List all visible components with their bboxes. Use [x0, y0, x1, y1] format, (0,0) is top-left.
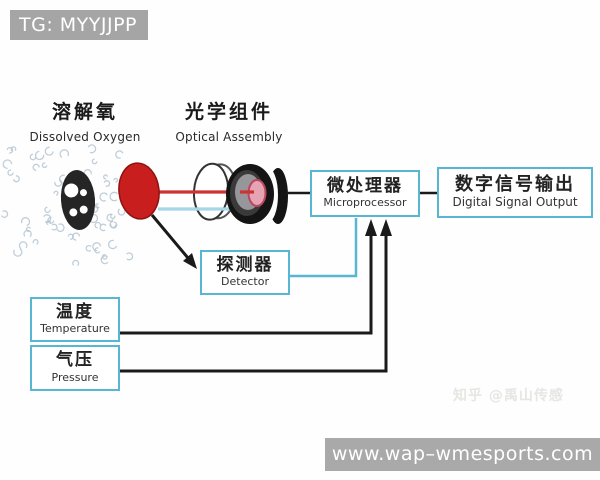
pressure-label-zh: 气压	[56, 350, 94, 371]
microprocessor-label-zh: 微处理器	[327, 175, 403, 196]
node-pressure: 气压 Pressure	[30, 345, 120, 391]
edge-pressure-to-microprocessor	[120, 228, 388, 373]
dissolved-oxygen-heading: 溶解氧 Dissolved Oxygen	[25, 97, 145, 144]
node-temperature: 温度 Temperature	[30, 297, 120, 342]
led-detector-assembly-icon	[226, 164, 288, 224]
arrowhead-temperature-icon	[365, 219, 377, 236]
arrowhead-pressure-icon	[380, 219, 392, 236]
edge-detector-to-microprocessor	[289, 218, 358, 278]
optical-assembly-heading: 光学组件 Optical Assembly	[169, 97, 289, 144]
dissolved-oxygen-label-en: Dissolved Oxygen	[29, 130, 141, 144]
arrowhead-detector-icon	[183, 253, 197, 269]
node-microprocessor: 微处理器 Microprocessor	[310, 170, 420, 217]
dissolved-oxygen-label-zh: 溶解氧	[51, 101, 118, 123]
bubble-field	[0, 144, 134, 267]
digital-signal-output-label-zh: 数字信号输出	[455, 173, 575, 195]
temperature-label-zh: 温度	[56, 301, 94, 322]
detector-label-zh: 探测器	[216, 254, 274, 275]
zhihu-watermark: 知乎 @禹山传感	[453, 388, 564, 404]
detector-label-en: Detector	[221, 275, 269, 289]
digital-signal-output-label-en: Digital Signal Output	[452, 195, 578, 210]
pressure-label-en: Pressure	[51, 370, 99, 384]
node-digital-signal-output: 数字信号输出 Digital Signal Output	[437, 167, 593, 218]
sensor-membrane-icon	[118, 162, 160, 220]
optical-assembly-label-zh: 光学组件	[184, 101, 273, 123]
node-detector: 探测器 Detector	[200, 250, 290, 295]
edge-temperature-to-microprocessor	[120, 228, 373, 335]
optical-assembly-label-en: Optical Assembly	[175, 130, 283, 144]
tg-badge: TG: MYYJJPP	[10, 10, 148, 40]
microprocessor-label-en: Microprocessor	[323, 196, 407, 210]
sensor-cap-icon	[60, 170, 96, 230]
arrow-membrane-to-detector	[150, 214, 190, 259]
url-banner: www.wap–wmesports.com	[325, 438, 600, 471]
temperature-label-en: Temperature	[40, 322, 110, 336]
